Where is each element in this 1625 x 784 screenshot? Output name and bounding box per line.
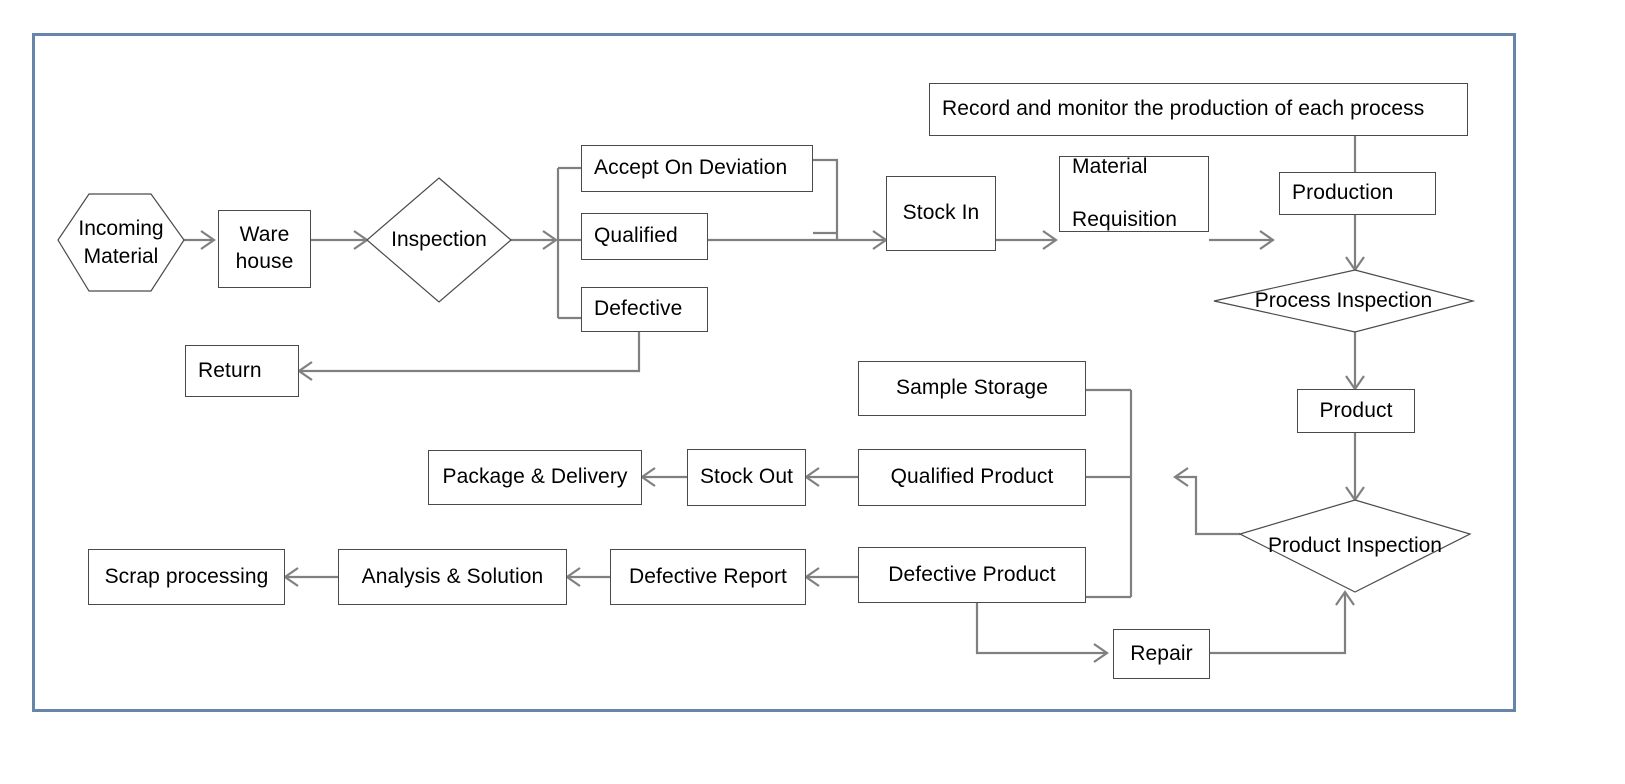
node-scrap-processing[interactable]: Scrap processing bbox=[88, 549, 285, 605]
node-stock-in-label: Stock In bbox=[902, 201, 980, 225]
node-repair-label: Repair bbox=[1130, 641, 1193, 665]
diagram-outer-frame bbox=[32, 33, 1516, 712]
node-inspection-label: Inspection bbox=[391, 228, 487, 251]
node-product-label: Product bbox=[1319, 398, 1393, 422]
node-production-label: Production bbox=[1292, 181, 1394, 205]
node-return[interactable]: Return bbox=[185, 345, 299, 397]
node-package-and-delivery-label: Package & Delivery bbox=[442, 465, 628, 489]
node-accept-on-deviation[interactable]: Accept On Deviation bbox=[581, 145, 813, 192]
node-stock-out-label: Stock Out bbox=[699, 465, 794, 489]
node-material-requisition-label: Material Requisition bbox=[1072, 154, 1177, 232]
node-product-inspection[interactable]: Product Inspection bbox=[1240, 500, 1470, 592]
node-package-and-delivery[interactable]: Package & Delivery bbox=[428, 450, 642, 505]
node-defective[interactable]: Defective bbox=[581, 287, 708, 332]
node-process-inspection-label: Process Inspection bbox=[1254, 289, 1433, 312]
node-inspection[interactable]: Inspection bbox=[367, 178, 511, 302]
node-product[interactable]: Product bbox=[1297, 389, 1415, 433]
node-repair[interactable]: Repair bbox=[1113, 629, 1210, 679]
node-warehouse[interactable]: Ware house bbox=[218, 210, 311, 288]
node-material-requisition[interactable]: Material Requisition bbox=[1059, 154, 1209, 232]
node-qualified[interactable]: Qualified bbox=[581, 213, 708, 260]
node-defective-report[interactable]: Defective Report bbox=[610, 549, 806, 605]
node-incoming-material-label: Incoming Material bbox=[78, 217, 164, 268]
node-production[interactable]: Production bbox=[1279, 172, 1436, 215]
node-scrap-processing-label: Scrap processing bbox=[104, 564, 269, 588]
node-product-inspection-label: Product Inspection bbox=[1268, 534, 1442, 557]
node-process-inspection[interactable]: Process Inspection bbox=[1214, 270, 1473, 332]
node-sample-storage[interactable]: Sample Storage bbox=[858, 361, 1086, 416]
node-analysis-and-solution-label: Analysis & Solution bbox=[361, 564, 544, 588]
node-accept-on-deviation-label: Accept On Deviation bbox=[594, 156, 788, 180]
node-defective-label: Defective bbox=[594, 297, 683, 321]
node-record-and-monitor[interactable]: Record and monitor the production of eac… bbox=[929, 83, 1468, 136]
node-stock-out[interactable]: Stock Out bbox=[687, 449, 806, 506]
node-defective-product[interactable]: Defective Product bbox=[858, 547, 1086, 603]
node-record-and-monitor-label: Record and monitor the production of eac… bbox=[942, 97, 1425, 121]
node-stock-in[interactable]: Stock In bbox=[886, 176, 996, 251]
node-qualified-product-label: Qualified Product bbox=[890, 465, 1054, 489]
node-sample-storage-label: Sample Storage bbox=[896, 376, 1048, 400]
node-return-label: Return bbox=[198, 358, 262, 382]
node-warehouse-label: Ware house bbox=[235, 223, 294, 273]
node-defective-report-label: Defective Report bbox=[628, 564, 787, 588]
node-incoming-material[interactable]: Incoming Material bbox=[58, 194, 184, 291]
node-analysis-and-solution[interactable]: Analysis & Solution bbox=[338, 549, 567, 605]
node-defective-product-label: Defective Product bbox=[888, 562, 1056, 586]
node-qualified-product[interactable]: Qualified Product bbox=[858, 449, 1086, 506]
node-qualified-label: Qualified bbox=[594, 224, 678, 248]
